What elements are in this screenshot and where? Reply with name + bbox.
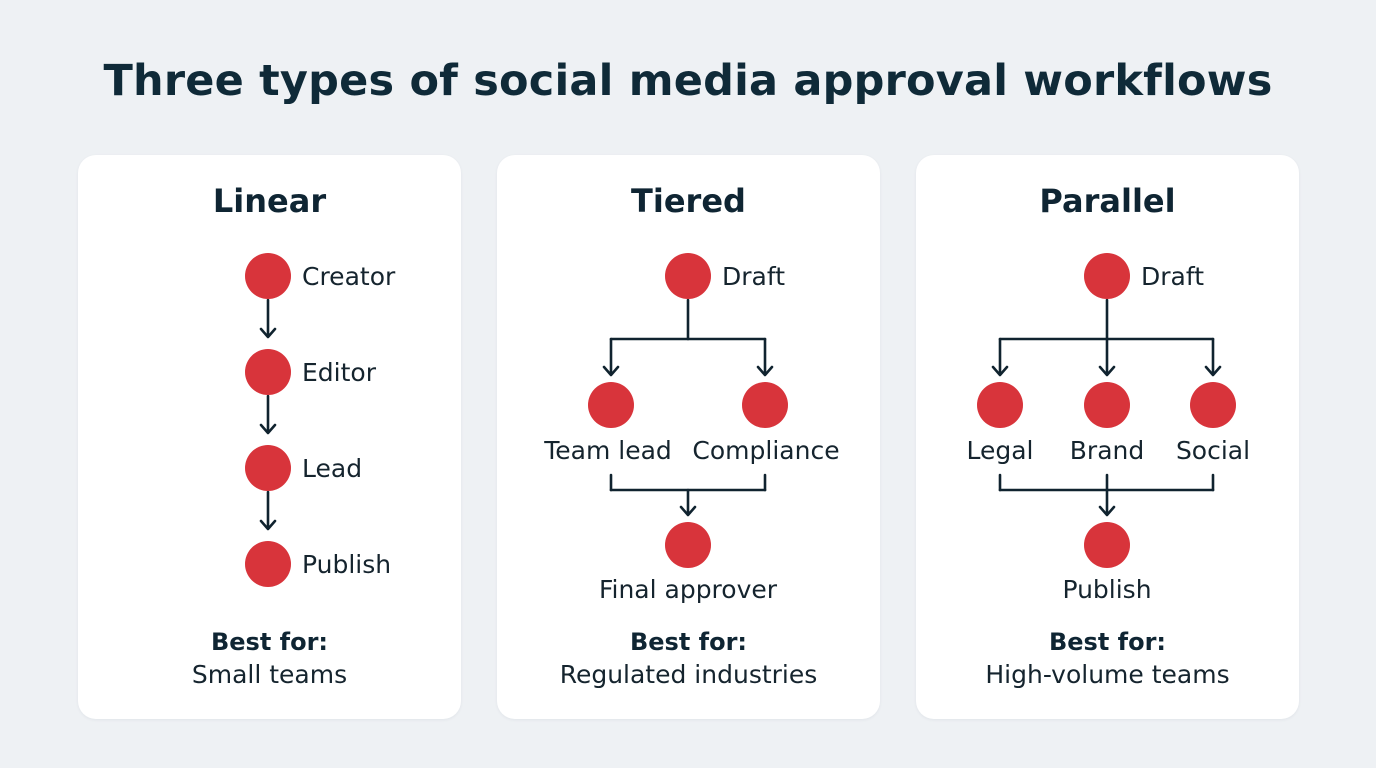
tiered-diagram: Draft Team lead Compliance Final approve… bbox=[543, 253, 840, 604]
node-label-draft: Draft bbox=[1141, 262, 1204, 291]
connector-draft-split bbox=[991, 298, 1222, 377]
node-social bbox=[1190, 382, 1236, 428]
node-label-legal: Legal bbox=[966, 436, 1033, 465]
node-label-draft: Draft bbox=[722, 262, 785, 291]
best-for-label: Best for: bbox=[210, 628, 329, 656]
node-label-compliance: Compliance bbox=[692, 436, 839, 465]
node-label-final-approver: Final approver bbox=[599, 575, 778, 604]
connector-creator-editor bbox=[259, 298, 277, 339]
best-for-label: Best for: bbox=[1048, 628, 1167, 656]
node-draft bbox=[1084, 253, 1130, 299]
connector-merge-publish bbox=[998, 473, 1215, 517]
node-label-publish: Publish bbox=[1062, 575, 1151, 604]
connector-lead-publish bbox=[259, 490, 277, 531]
card-parallel: Parallel Draft Legal Brand Social Publis… bbox=[916, 155, 1299, 719]
card-linear: Linear Creator Editor Lead Publish Best … bbox=[78, 155, 461, 719]
node-compliance bbox=[742, 382, 788, 428]
card-title: Parallel bbox=[1039, 182, 1176, 220]
best-for-label: Best for: bbox=[629, 628, 748, 656]
connector-draft-split bbox=[602, 298, 774, 377]
linear-diagram: Creator Editor Lead Publish bbox=[245, 253, 396, 587]
parallel-diagram: Draft Legal Brand Social Publish bbox=[966, 253, 1250, 604]
node-publish bbox=[245, 541, 291, 587]
best-for-value: High-volume teams bbox=[985, 660, 1230, 689]
node-final-approver bbox=[665, 522, 711, 568]
node-brand bbox=[1084, 382, 1130, 428]
node-label-social: Social bbox=[1176, 436, 1250, 465]
node-label-team-lead: Team lead bbox=[543, 436, 672, 465]
card-title: Linear bbox=[212, 182, 327, 220]
best-for-value: Regulated industries bbox=[559, 660, 818, 689]
node-label-creator: Creator bbox=[302, 262, 396, 291]
card-tiered: Tiered Draft Team lead Compliance Final … bbox=[497, 155, 880, 719]
node-label-lead: Lead bbox=[302, 454, 362, 483]
node-label-editor: Editor bbox=[302, 358, 377, 387]
node-draft bbox=[665, 253, 711, 299]
connector-merge-final bbox=[609, 473, 767, 517]
connector-editor-lead bbox=[259, 394, 277, 435]
node-creator bbox=[245, 253, 291, 299]
node-team-lead bbox=[588, 382, 634, 428]
node-publish bbox=[1084, 522, 1130, 568]
node-lead bbox=[245, 445, 291, 491]
node-legal bbox=[977, 382, 1023, 428]
card-title: Tiered bbox=[631, 182, 746, 220]
best-for-value: Small teams bbox=[191, 660, 348, 689]
node-editor bbox=[245, 349, 291, 395]
node-label-publish: Publish bbox=[302, 550, 391, 579]
node-label-brand: Brand bbox=[1070, 436, 1144, 465]
page-title: Three types of social media approval wor… bbox=[103, 56, 1273, 106]
